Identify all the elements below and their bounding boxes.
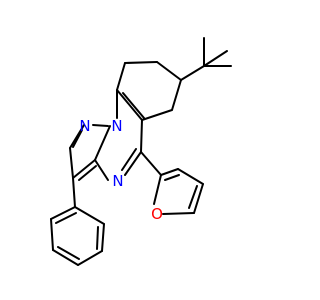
svg-text:N: N (112, 172, 123, 190)
svg-text:N: N (79, 117, 90, 135)
svg-text:N: N (111, 117, 122, 135)
molecule-structure: N N N O (50, 37, 232, 266)
tert-butyl-group (180, 37, 232, 81)
cyclohexane-ring (116, 61, 182, 121)
svg-text:O: O (151, 205, 163, 223)
atom-n1-label: N (79, 117, 90, 135)
atom-o1-label: O (151, 205, 163, 223)
furan-ring (140, 151, 204, 215)
atom-n2-label: N (111, 117, 122, 135)
atom-n3-label: N (112, 172, 123, 190)
phenyl-ring (50, 177, 105, 266)
pyrazole-ring (69, 124, 109, 181)
ring-junction-bonds (116, 89, 145, 121)
pyrimidine-ring (94, 89, 143, 181)
